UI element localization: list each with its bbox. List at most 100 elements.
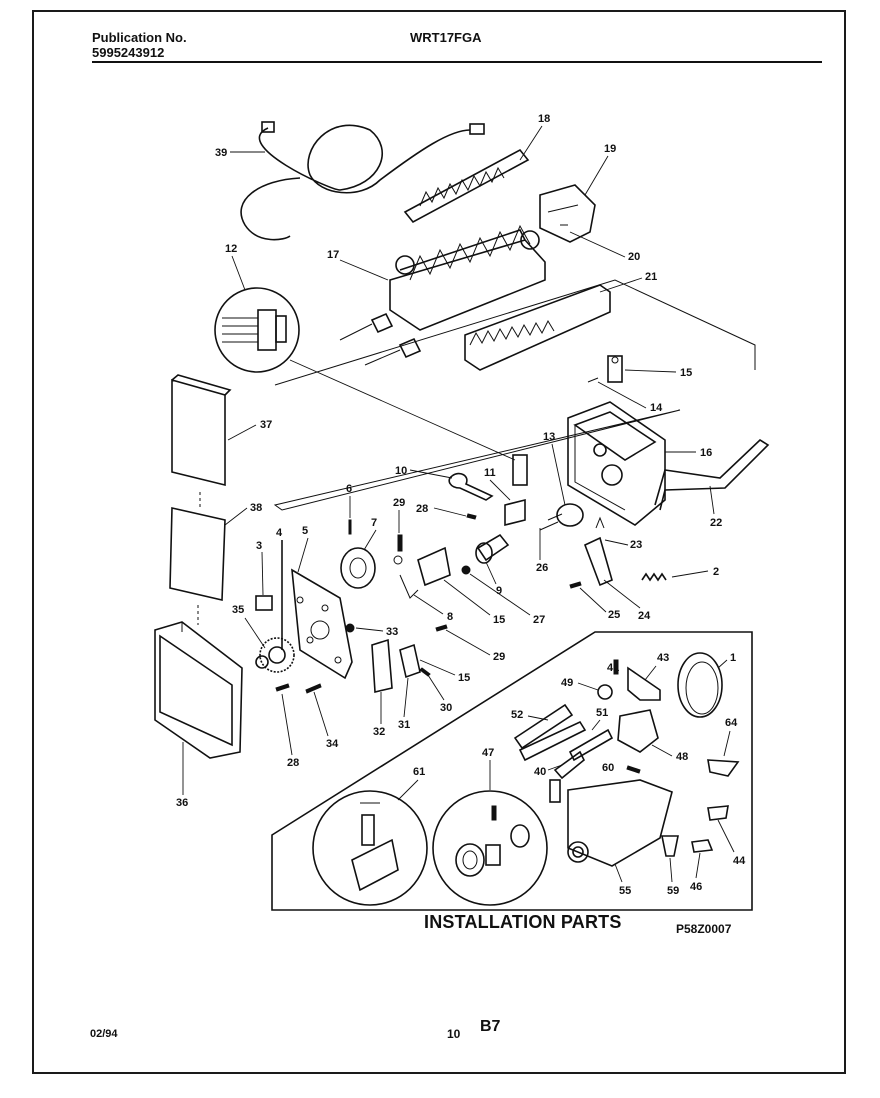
callout-labels: 39 18 19 12 17 20 21 15 14 37 16 13 10 1… [176,113,746,897]
screw-28 [466,513,477,520]
callout-51: 51 [596,707,608,719]
diagram-sheet [32,10,846,1074]
publication-label: Publication No. [92,30,187,45]
callout-21: 21 [645,271,657,283]
callout-6: 6 [346,483,352,495]
spring-2 [641,572,667,582]
callout-43: 43 [657,652,669,664]
callout-25: 25 [608,609,620,621]
lever-11 [504,454,528,527]
callout-41: 41 [607,662,619,674]
callout-20: 20 [628,251,640,263]
callout-40: 40 [534,766,546,778]
holding-switch [393,546,451,599]
callout-37: 37 [260,419,272,431]
callout-61: 61 [413,766,425,778]
callout-16: 16 [700,447,712,459]
front-cover [154,621,243,759]
callout-64: 64 [725,717,738,729]
callout-33: 33 [386,626,398,638]
callout-5: 5 [302,525,308,537]
callout-55: 55 [619,885,631,897]
shutoff-arm [448,472,494,501]
callout-14: 14 [650,402,663,414]
support-plate [291,568,353,680]
callout-48: 48 [676,751,688,763]
footer-section: B7 [480,1018,501,1035]
screw-28b [275,683,290,692]
callout-17: 17 [327,249,339,261]
screw-25 [569,581,582,589]
screw-33 [345,623,355,633]
drive-gear [255,637,295,673]
callout-29b: 29 [493,651,505,663]
switch-31 [399,643,421,679]
timing-cam [340,547,376,589]
connector-inset [214,287,300,373]
callout-23: 23 [630,539,642,551]
callout-22: 22 [710,517,722,529]
callout-11: 11 [484,467,496,479]
instruction-card [169,492,226,625]
callout-46: 46 [690,881,702,893]
callout-1: 1 [730,652,736,664]
header-rule [92,61,822,63]
callout-59: 59 [667,885,679,897]
model-number: WRT17FGA [410,30,482,45]
callout-44: 44 [733,855,746,867]
callout-35: 35 [232,604,244,616]
feeler-arm [654,438,770,511]
publication-number: 5995243912 [92,45,165,60]
callout-52: 52 [511,709,523,721]
callout-19: 19 [604,143,616,155]
callout-49: 49 [561,677,573,689]
callout-15a: 15 [680,367,692,379]
callout-38: 38 [250,502,262,514]
callout-24: 24 [638,610,651,622]
callout-27: 27 [533,614,545,626]
ejector-rake [464,284,611,371]
ice-mold [339,224,546,366]
callout-7: 7 [371,517,377,529]
mold-switch [607,355,623,383]
screw-27 [461,565,471,575]
callout-60: 60 [602,762,614,774]
callout-39: 39 [215,147,227,159]
callout-8: 8 [447,611,453,623]
screw-29b [435,624,448,632]
bearing-bracket [539,184,596,243]
screw-29 [397,534,403,552]
cover-plate [171,374,232,487]
heater-element [403,148,530,224]
bracket-32 [371,638,393,693]
callout-26: 26 [536,562,548,574]
installation-parts-panel [271,631,753,911]
callout-3: 3 [256,540,262,552]
control-housing [567,401,666,526]
callout-29a: 29 [393,497,405,509]
screw-6 [348,519,352,535]
callout-47: 47 [482,747,494,759]
mold-motor [475,533,510,564]
callout-34: 34 [326,738,339,750]
screw-34 [305,683,322,694]
callout-9: 9 [496,585,502,597]
screw-30 [419,667,431,677]
callout-4: 4 [276,527,283,539]
callout-2: 2 [713,566,719,578]
callout-28a: 28 [416,503,428,515]
callout-13: 13 [543,431,555,443]
callout-12: 12 [225,243,237,255]
callout-31: 31 [398,719,410,731]
installation-parts-label: INSTALLATION PARTS [424,912,622,932]
housing-outline [273,279,756,511]
callout-15b: 15 [493,614,505,626]
callout-10: 10 [395,465,407,477]
callout-28b: 28 [287,757,299,769]
wire-harness [240,121,485,241]
diagram-code: P58Z0007 [676,922,732,936]
callout-30: 30 [440,702,452,714]
callout-15c: 15 [458,672,470,684]
callout-36: 36 [176,797,188,809]
